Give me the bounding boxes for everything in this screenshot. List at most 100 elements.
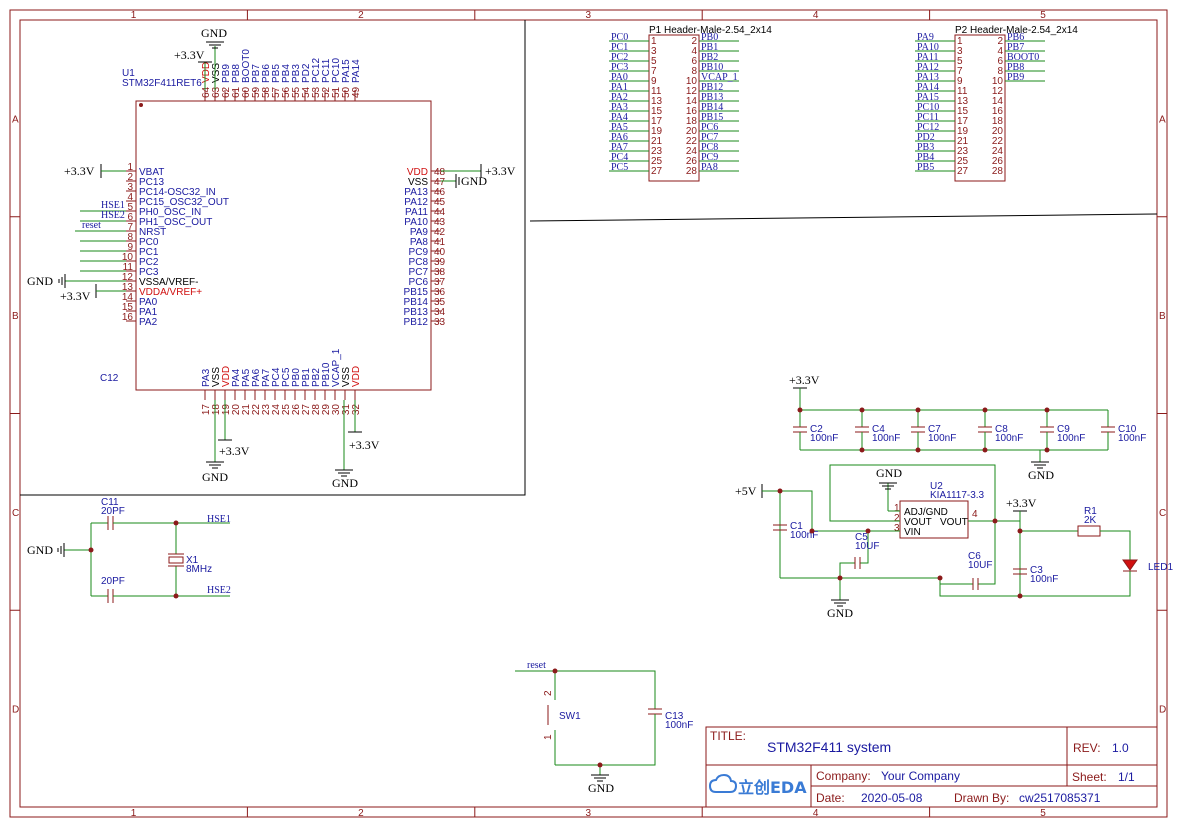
pin-name: PA12 <box>404 197 428 208</box>
pin-name: VSS <box>211 63 222 83</box>
mcu-section-border <box>20 20 526 496</box>
header-net-label: PA11 <box>917 52 939 63</box>
pin-name: PC12 <box>311 58 322 83</box>
pin-number: 56 <box>281 86 292 98</box>
header-net-label: PC2 <box>611 52 628 63</box>
header1-title: P1 Header-Male-2.54_2x14 <box>649 25 772 36</box>
c13-label: C13 <box>665 711 684 722</box>
net-hse2: HSE2 <box>101 210 125 221</box>
header-net-label: PA15 <box>917 92 939 103</box>
grid-col-label: 1 <box>131 808 137 819</box>
junction <box>173 520 179 526</box>
header-pin-number: 18 <box>686 116 698 127</box>
r1-value: 2K <box>1084 515 1097 526</box>
header-pin-number: 1 <box>651 36 657 47</box>
pin-name: VSSA/VREF- <box>139 277 198 288</box>
header-pin-number: 28 <box>992 166 1004 177</box>
header-net-label: PC4 <box>611 152 628 163</box>
cap-value: 100nF <box>928 433 956 444</box>
wire <box>978 521 996 585</box>
header-pin-number: 28 <box>686 166 698 177</box>
header-net-label: PB1 <box>701 42 718 53</box>
pin-number: 61 <box>231 86 242 98</box>
header-net-label: PC1 <box>611 42 628 53</box>
pin-number: 51 <box>331 86 342 98</box>
title-label: TITLE: <box>710 729 746 743</box>
pin-number: 6 <box>127 212 133 223</box>
header-net-label: PA12 <box>917 62 939 73</box>
header-pin-number: 16 <box>992 106 1004 117</box>
pwr-33-label: +3.3V <box>60 289 91 303</box>
pin-number: 40 <box>434 247 446 258</box>
net-hse1: HSE1 <box>207 514 231 525</box>
header-net-label: PB8 <box>1007 62 1024 73</box>
pin-number: 8 <box>127 232 133 243</box>
wire <box>839 562 855 578</box>
pin-number: 60 <box>241 86 252 98</box>
header-net-label: PC0 <box>611 32 628 43</box>
gnd-label: GND <box>1028 468 1054 482</box>
pin-number: 4 <box>127 192 133 203</box>
pin-number: 54 <box>301 86 312 98</box>
pin-name: PD2 <box>301 63 312 83</box>
sw1-label: SW1 <box>559 711 581 722</box>
pin-number: 18 <box>211 404 222 416</box>
pin-name: PB13 <box>404 307 429 318</box>
gnd-label: GND <box>27 543 53 557</box>
pin-name: NRST <box>139 227 166 238</box>
c-value: 20PF <box>101 576 125 587</box>
pin-name: PA2 <box>139 317 158 328</box>
pin-name: VSS <box>211 367 222 387</box>
pin-name: VDD <box>201 62 212 83</box>
header-pin-number: 11 <box>651 86 662 97</box>
mcu-body <box>135 100 432 391</box>
header-pin-number: 6 <box>691 56 697 67</box>
header-pin-number: 16 <box>686 106 698 117</box>
header-net-label: PB14 <box>701 102 723 113</box>
reg-pin-adj: ADJ/GND <box>904 507 948 518</box>
reg-pin-vout2: VOUT <box>940 517 968 528</box>
pin-number: 47 <box>434 177 446 188</box>
pin-name: PH0_OSC_IN <box>139 207 201 218</box>
grid-row-label: B <box>12 311 19 322</box>
wire <box>829 464 996 522</box>
header-pin-number: 11 <box>957 86 968 97</box>
company-label: Company: <box>816 769 871 783</box>
header-net-label: PC3 <box>611 62 628 73</box>
x1-label: X1 <box>186 555 199 566</box>
header-net-label: BOOT0 <box>1007 52 1039 63</box>
pin-name: PA15 <box>341 59 352 83</box>
pin-name: PB7 <box>251 64 262 83</box>
header-pin-number: 7 <box>957 66 963 77</box>
pin-number: 44 <box>434 207 446 218</box>
header-pin-number: 13 <box>651 96 663 107</box>
pin-number: 43 <box>434 217 446 228</box>
rev-value: 1.0 <box>1112 741 1129 755</box>
decoupling-caps: C2100nFC4100nFC7100nFC8100nFC9100nFC1010… <box>793 407 1146 453</box>
pin-number: 19 <box>221 404 232 416</box>
pin-number: 16 <box>122 312 134 323</box>
pin-number: 23 <box>261 404 272 416</box>
header-net-label: PA13 <box>917 72 939 83</box>
pin-number: 26 <box>291 404 302 416</box>
wire <box>555 714 656 766</box>
header-pin-number: 20 <box>992 126 1004 137</box>
pin-number: 55 <box>291 86 302 98</box>
header-pin-number: 10 <box>992 76 1004 87</box>
header-pin-number: 23 <box>957 146 969 157</box>
pin-name: PC5 <box>281 367 292 387</box>
pin-name: PB15 <box>404 287 429 298</box>
pin-number: 64 <box>201 86 212 98</box>
grid-row-label: C <box>1159 508 1166 519</box>
header-net-label: PC6 <box>701 122 718 133</box>
r1-label: R1 <box>1084 506 1097 517</box>
pin-name: PA0 <box>139 297 158 308</box>
pin-name: PC13 <box>139 177 164 188</box>
header-pin-number: 24 <box>686 146 698 157</box>
pin-name: VDD <box>351 366 362 387</box>
header-net-label: PB13 <box>701 92 723 103</box>
header-net-label: PA0 <box>611 72 628 83</box>
junction <box>809 528 815 534</box>
junction <box>88 547 94 553</box>
